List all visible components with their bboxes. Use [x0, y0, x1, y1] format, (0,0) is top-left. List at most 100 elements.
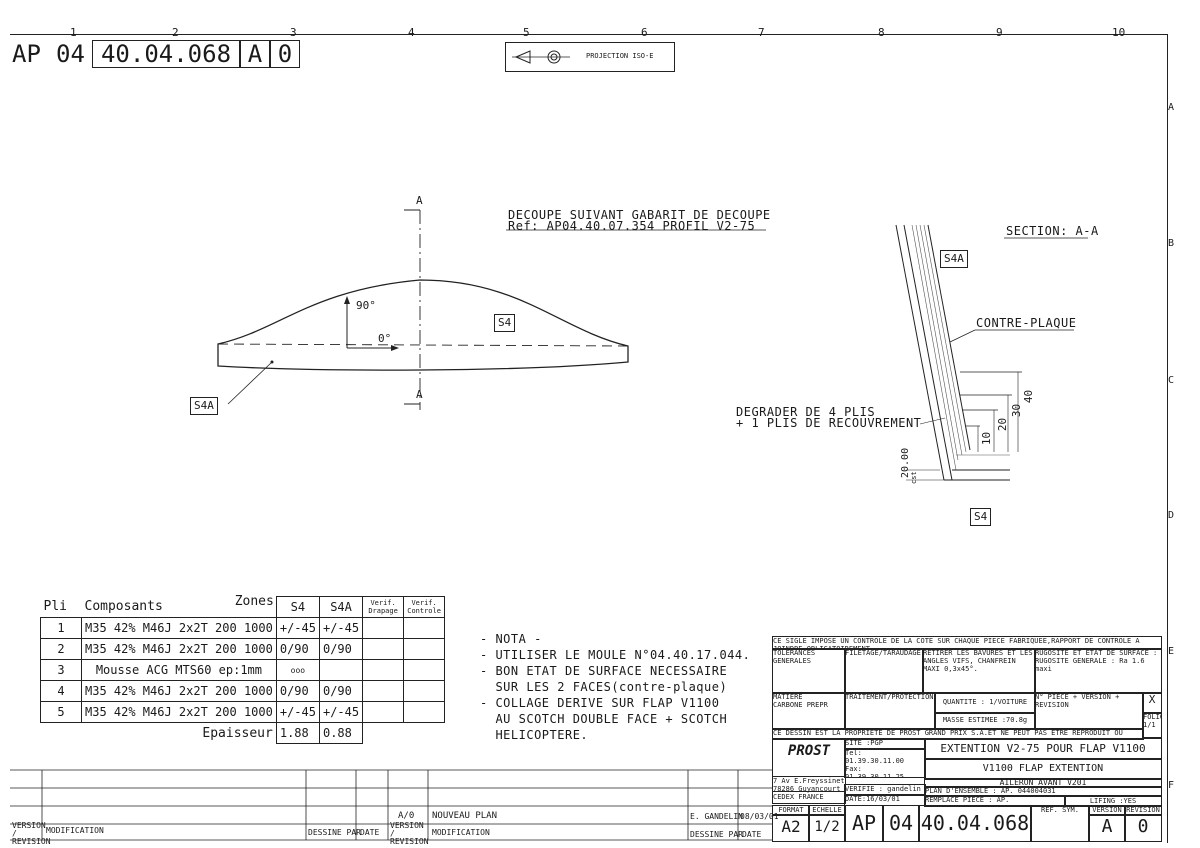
tb-title-2: V1100 FLAP EXTENTION	[924, 758, 1162, 780]
column-number: 5	[523, 26, 530, 39]
tb-quantite: QUANTITE : 1/VOITURE	[934, 692, 1036, 714]
tb-folio-label: FOLIO	[1143, 713, 1162, 721]
zones-label: Zones	[234, 593, 274, 609]
tb-title-1: EXTENTION V2-75 POUR FLAP V1100	[924, 738, 1162, 760]
ply-verif-drapage	[362, 659, 405, 681]
row-letter: A	[1168, 102, 1175, 113]
ply-component: M35 42% M46J 2x2T 200 1000	[81, 680, 277, 702]
ply-s4a: 0/90	[318, 638, 364, 660]
revision-col-dessine-2: DESSINE PAR	[690, 830, 743, 839]
tb-contact: Tel: 01.39.30.11.00 Fax: 01.39.30.11.25	[844, 748, 926, 778]
contre-plaque-label: CONTRE-PLAQUE	[976, 316, 1077, 330]
thickness-spacer	[41, 723, 82, 744]
dim-20: 20	[996, 417, 1010, 432]
tb-address-2: 78286 Guyancourt	[773, 785, 841, 793]
tb-plan-ensemble: PLAN D'ENSEMBLE : AP. 044004031	[924, 786, 1162, 797]
ply-verif-drapage	[362, 617, 405, 639]
degrader-note-1: DEGRADER DE 4 PLIS	[736, 405, 876, 419]
tb-version: A	[1088, 814, 1126, 842]
nota-line: AU SCOTCH DOUBLE FACE + SCOTCH	[480, 712, 728, 726]
column-number: 10	[1112, 26, 1126, 39]
column-number: 1	[70, 26, 77, 39]
header-rev-1: A	[240, 40, 270, 68]
tb-format: A2	[772, 814, 810, 842]
ply-number: 3	[40, 659, 82, 681]
ply-s4a: 0/90	[318, 680, 364, 702]
section-mark-bottom: A	[416, 388, 423, 401]
nota-line: - COLLAGE DERIVE SUR FLAP V1100	[480, 696, 720, 710]
ply-verif-drapage	[362, 680, 405, 702]
table-row: 1 M35 42% M46J 2x2T 200 1000 +/-45 +/-45	[40, 617, 446, 639]
dim-cst: cst	[910, 471, 918, 484]
ply-s4a: +/-45	[318, 701, 364, 723]
header-prefix: AP	[12, 40, 41, 68]
thickness-s4: 1.88	[275, 722, 320, 744]
row-letter: D	[1168, 510, 1175, 521]
projection-symbol-icon	[512, 50, 570, 64]
revision-col-version-2: VERSION / REVISION	[390, 821, 429, 846]
tb-traitement: TRAITEMENT/PROTECTION	[844, 692, 936, 730]
revision-entry-date: 08/03/01	[740, 812, 779, 821]
revision-col-dessine: DESSINE PAR	[308, 828, 361, 837]
tb-fax: Fax: 01.39.30.11.25	[845, 765, 905, 778]
ply-s4: +/-45	[275, 617, 320, 639]
thickness-spacer	[363, 723, 404, 744]
header-code-a: 04	[56, 40, 85, 68]
header-rev-2: 0	[270, 40, 300, 68]
thickness-s4a: 0.88	[318, 722, 364, 744]
tb-address: 7 Av E.Freyssinet 78286 Guyancourt CEDEX…	[772, 776, 846, 804]
row-letter: F	[1168, 780, 1175, 791]
section-mark-top: A	[416, 194, 423, 207]
ply-component: M35 42% M46J 2x2T 200 1000	[81, 617, 277, 639]
ply-verif-controle	[403, 701, 446, 723]
ply-table-header-composants: Composants Zones	[82, 593, 277, 618]
ply-s4-foam-symbol: ooo	[275, 659, 320, 681]
ply-s4a: +/-45	[318, 617, 364, 639]
tb-matiere: MATIERE CARBONE PREPR	[772, 692, 846, 730]
tb-echelle: 1/2	[808, 814, 846, 842]
section-s4-label: S4	[970, 508, 992, 526]
tb-revision: 0	[1124, 814, 1162, 842]
revision-col-version: VERSION / REVISION	[12, 821, 51, 846]
tb-tolerances: TOLERANCES GENERALES	[772, 648, 846, 694]
row-letter: B	[1168, 238, 1175, 249]
tb-verifie-label: VERIFIE :	[845, 785, 883, 793]
column-number: 3	[290, 26, 297, 39]
tb-piece-rev: N° PIECE + VERSION + REVISION	[1034, 692, 1144, 730]
ply-verif-drapage	[362, 638, 405, 660]
degrader-note-2: + 1 PLIS DE RECOUVREMENT	[736, 416, 922, 430]
tb-control-note: CE SIGLE IMPOSE UN CONTROLE DE LA COTE S…	[772, 636, 1162, 650]
table-row: 2 M35 42% M46J 2x2T 200 1000 0/90 0/90	[40, 638, 446, 660]
ply-table-header-pli: Pli	[43, 599, 67, 615]
ply-number: 2	[40, 638, 82, 660]
tb-tel: Tel: 01.39.30.11.00	[845, 749, 905, 765]
nota-line: HELICOPTERE.	[480, 728, 589, 742]
ply-component: Mousse ACG MTS60 ep:1mm	[81, 659, 277, 681]
tb-folio-value: 1/1	[1143, 721, 1156, 729]
ply-verif-controle	[403, 638, 446, 660]
ply-verif-controle	[403, 617, 446, 639]
tb-site: SITE :PGP	[844, 738, 926, 750]
tb-retirer: RETIRER LES BAVURES ET LES ANGLES VIFS, …	[922, 648, 1036, 694]
tb-rugosite: RUGOSITE ET ETAT DE SURFACE : RUGOSITE G…	[1034, 648, 1162, 694]
column-number: 8	[878, 26, 885, 39]
table-row: 3 Mousse ACG MTS60 ep:1mm ooo	[40, 659, 446, 681]
ply-verif-controle	[403, 680, 446, 702]
composants-label: Composants	[84, 599, 163, 615]
tb-designer: gandelin	[887, 785, 921, 793]
tb-address-3: CEDEX FRANCE	[773, 793, 824, 801]
tb-lifing: LIFING :YES	[1064, 795, 1162, 807]
tb-logo-box: PROST	[772, 738, 846, 792]
dim-30: 30	[1010, 403, 1024, 418]
ply-component: M35 42% M46J 2x2T 200 1000	[81, 638, 277, 660]
tb-code-b: 40.04.068	[918, 805, 1032, 842]
tb-echelle-label: ECHELLE	[808, 805, 846, 816]
ply-table-header-s4: S4	[275, 596, 320, 618]
tb-masse: MASSE ESTIMEE :70.8g	[934, 712, 1036, 730]
thickness-spacer	[404, 723, 445, 744]
revision-entry-by: E. GANDELIN	[690, 812, 743, 821]
drawing-frame	[10, 34, 1168, 843]
ply-number: 4	[40, 680, 82, 702]
tb-format-label: FORMAT	[772, 805, 810, 816]
